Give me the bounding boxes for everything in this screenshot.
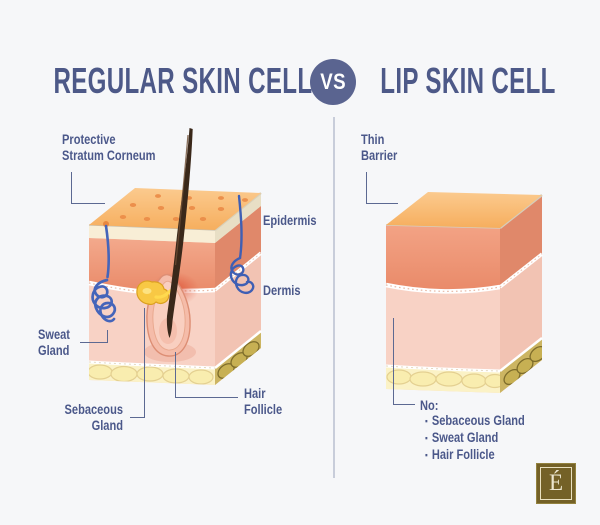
title-regular-skin-cell: REGULAR SKIN CELL — [53, 60, 313, 101]
regular-skin-diagram — [88, 128, 263, 385]
label-line: Hair — [244, 386, 266, 401]
connector-thin-barrier — [366, 172, 398, 204]
sweat-gland-front — [91, 224, 117, 323]
label-thin-barrier: Thin Barrier — [361, 132, 397, 164]
sebaceous-gland-shape — [136, 280, 172, 305]
label-dermis: Dermis — [263, 283, 301, 298]
label-hair-follicle: Hair Follicle — [244, 386, 282, 418]
no-item-sebaceous-gland: ▪Sebaceous Gland — [425, 413, 525, 430]
label-sweat-gland: Sweat Gland — [38, 327, 70, 359]
skin-top-face — [89, 188, 261, 230]
bullet-icon: ▪ — [425, 415, 428, 427]
epidermis-layer — [386, 225, 500, 292]
no-item-text: Hair Follicle — [431, 447, 495, 462]
connector-hair-follicle — [175, 352, 238, 398]
eminence-logo-letter: É — [548, 470, 564, 495]
connector-protective — [71, 172, 105, 204]
sweat-pore — [103, 221, 109, 227]
pores — [119, 194, 248, 221]
hair-shaft — [166, 128, 193, 338]
label-line: Gland — [38, 343, 70, 358]
label-no-heading: No: — [420, 398, 439, 413]
label-line: Barrier — [361, 148, 398, 163]
bullet-icon: ▪ — [425, 449, 428, 461]
basement-membrane-dots — [385, 284, 501, 292]
sweat-gland-side — [229, 194, 255, 295]
label-protective-stratum-corneum: Protective Stratum Corneum — [62, 132, 155, 164]
label-line: Protective — [62, 132, 116, 147]
no-item-text: Sweat Gland — [431, 430, 499, 445]
label-line: Stratum Corneum — [62, 148, 156, 163]
lip-skin-diagram — [385, 192, 544, 393]
eminence-logo-frame: É — [540, 467, 572, 500]
no-list: ▪Sebaceous Gland ▪Sweat Gland ▪Hair Foll… — [425, 413, 525, 464]
label-line: Thin — [361, 132, 385, 147]
connector-no-list — [393, 318, 415, 405]
no-item-sweat-gland: ▪Sweat Gland — [425, 430, 525, 447]
label-line: Sweat — [38, 327, 71, 342]
skin-side-face — [498, 194, 544, 393]
subcutaneous-fat-layer — [88, 360, 216, 385]
no-item-hair-follicle: ▪Hair Follicle — [425, 447, 525, 464]
vs-badge: VS — [310, 59, 356, 105]
connector-sebaceous-gland — [130, 308, 145, 418]
divider-line — [333, 117, 335, 478]
vs-badge-text: VS — [320, 69, 346, 94]
label-epidermis: Epidermis — [263, 213, 317, 228]
label-sebaceous-gland: Sebaceous Gland — [57, 402, 123, 434]
label-line: Follicle — [244, 402, 283, 417]
eminence-logo: É — [536, 463, 576, 504]
label-line: Gland — [91, 418, 123, 433]
bullet-icon: ▪ — [425, 432, 428, 444]
connector-sweat-gland — [80, 330, 108, 343]
no-item-text: Sebaceous Gland — [431, 413, 525, 428]
title-lip-skin-cell: LIP SKIN CELL — [380, 60, 556, 101]
label-line: Sebaceous — [64, 402, 123, 417]
skin-top-face — [386, 192, 542, 228]
